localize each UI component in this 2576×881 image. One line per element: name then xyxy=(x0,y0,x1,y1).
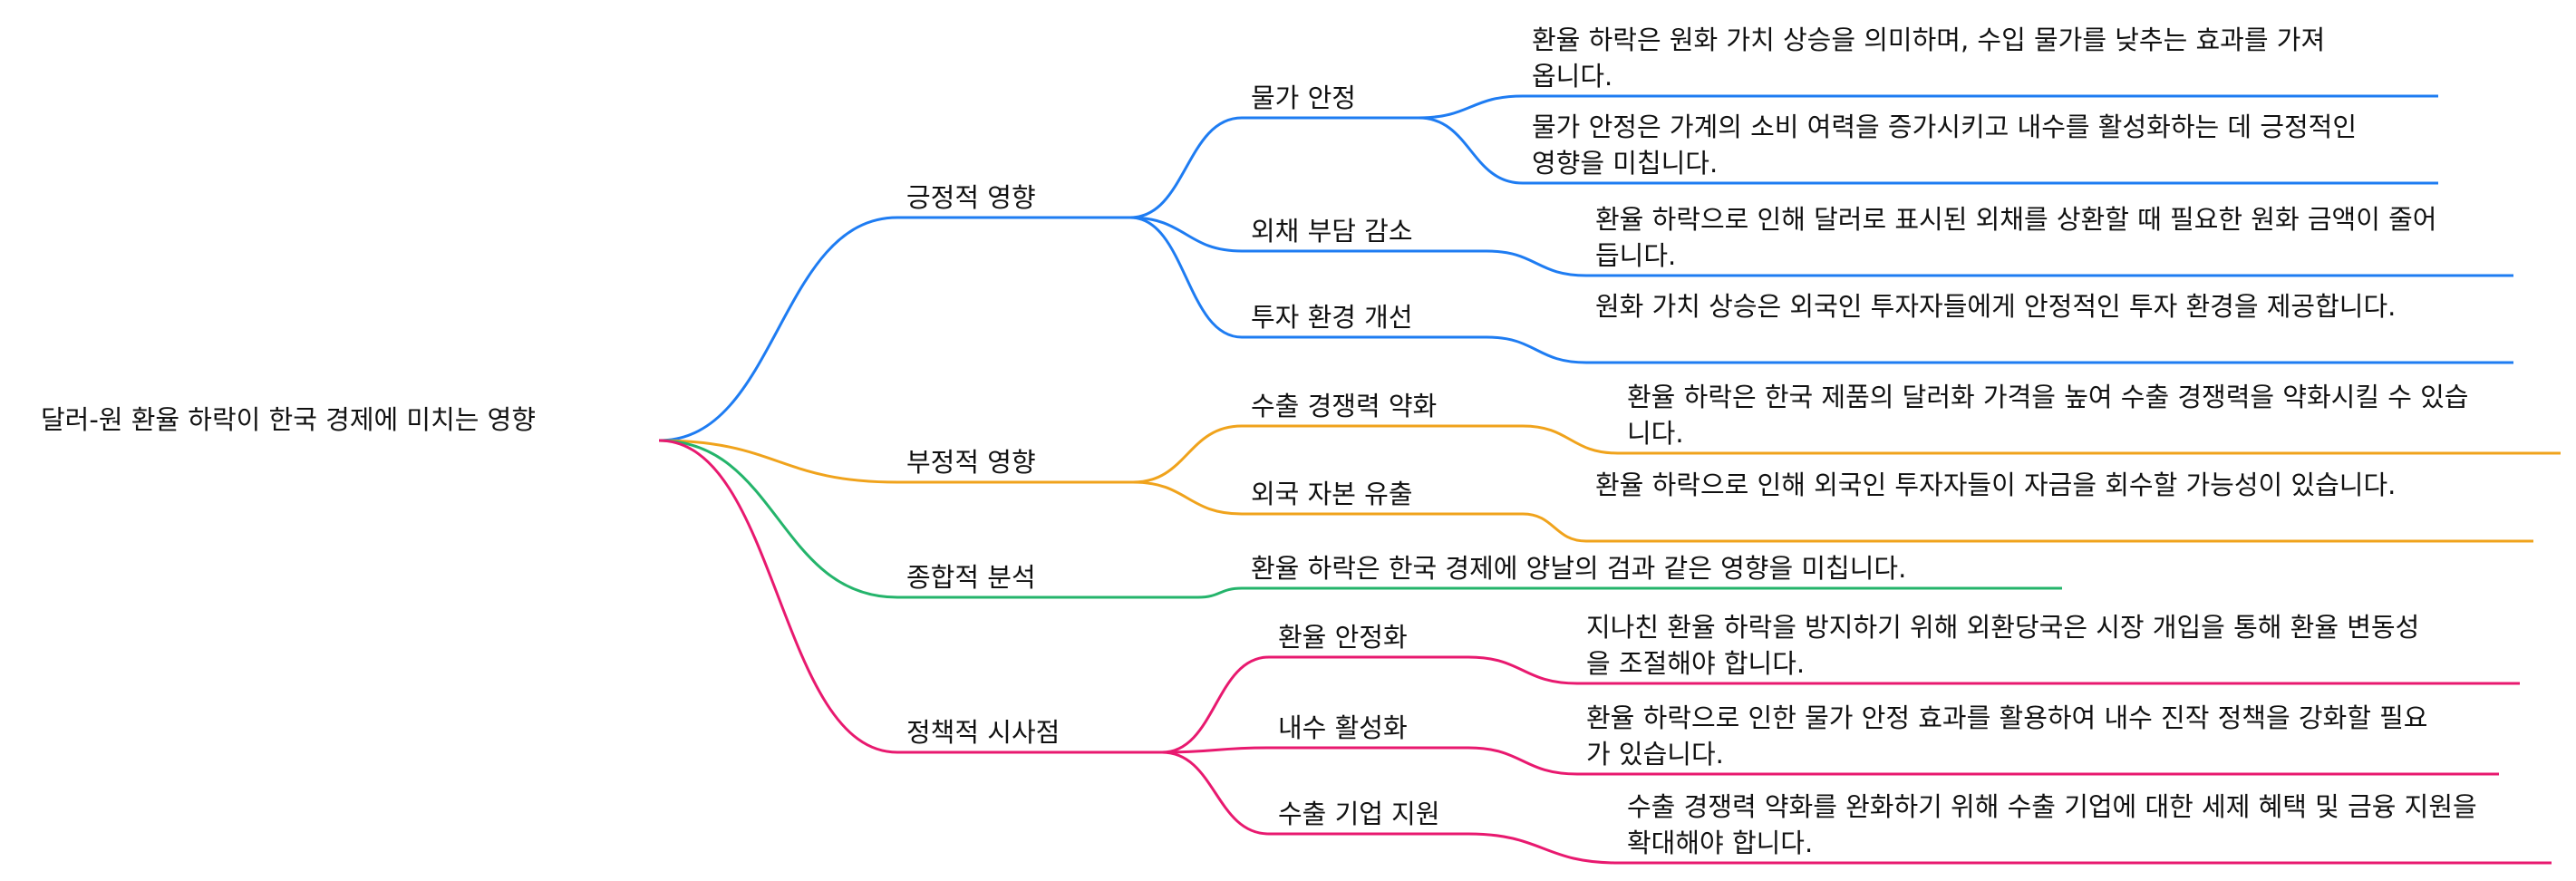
leaf-text: 지나친 환율 하락을 방지하기 위해 외환당국은 시장 개입을 통해 환율 변동… xyxy=(1586,612,2420,679)
leaf-text: 물가 안정은 가계의 소비 여력을 증가시키고 내수를 활성화하는 데 긍정적인… xyxy=(1532,111,2358,179)
child-label: 내수 활성화 xyxy=(1278,712,1408,743)
leaf-connector xyxy=(1486,335,1587,364)
leaf-text: 환율 하락으로 인해 외국인 투자자들이 자금을 회수할 가능성이 있습니다. xyxy=(1595,470,2397,500)
leaf-text: 환율 하락은 한국 제품의 달러화 가격을 높여 수출 경쟁력을 약화시킬 수 … xyxy=(1627,382,2469,449)
leaf-text: 환율 하락으로 인한 물가 안정 효과를 활용하여 내수 진작 정책을 강화할 … xyxy=(1586,702,2428,770)
leaf-connector xyxy=(1418,94,1524,120)
child-connector xyxy=(1132,480,1243,516)
leaf-connector xyxy=(1467,746,1578,776)
branch-label: 부정적 영향 xyxy=(906,447,1036,478)
leaf-connector xyxy=(1522,424,1619,455)
child-label: 수출 기업 지원 xyxy=(1278,799,1440,829)
child-connector xyxy=(1129,216,1243,339)
child-label: 외채 부담 감소 xyxy=(1251,216,1413,247)
leaf-connector xyxy=(1522,512,1587,543)
child-label: 물가 안정 xyxy=(1251,82,1356,113)
child-label: 환율 안정화 xyxy=(1278,622,1408,653)
branch-connector xyxy=(658,439,898,599)
child-connector xyxy=(1161,750,1270,836)
branch-connector xyxy=(658,216,898,442)
child-connector xyxy=(1129,116,1243,219)
leaf-text: 원화 가치 상승은 외국인 투자자들에게 안정적인 투자 환경을 제공합니다. xyxy=(1595,291,2397,322)
branch-connector xyxy=(658,439,898,484)
child-label: 외국 자본 유출 xyxy=(1251,479,1413,509)
child-label: 투자 환경 개선 xyxy=(1251,302,1413,333)
child-connector xyxy=(1161,746,1270,754)
leaf-connector xyxy=(1486,249,1587,277)
branch-label: 종합적 분석 xyxy=(906,562,1036,593)
child-connector xyxy=(1161,655,1270,754)
child-connector xyxy=(1129,216,1243,253)
child-label: 수출 경쟁력 약화 xyxy=(1251,391,1438,421)
child-connector xyxy=(1132,424,1243,484)
branch-label: 정책적 시사점 xyxy=(906,717,1060,748)
child-connector xyxy=(1197,586,1243,599)
leaf-text: 수출 경쟁력 약화를 완화하기 위해 수출 기업에 대한 세제 혜택 및 금융 … xyxy=(1627,791,2477,858)
leaf-connector xyxy=(1418,116,1524,185)
leaf-connector xyxy=(1467,655,1578,685)
root-topic: 달러-원 환율 하락이 한국 경제에 미치는 영향 xyxy=(41,404,537,435)
leaf-connector xyxy=(1467,832,1619,865)
leaf-text: 환율 하락으로 인해 달러로 표시된 외채를 상환할 때 필요한 원화 금액이 … xyxy=(1595,204,2437,271)
child-label: 환율 하락은 한국 경제에 양날의 검과 같은 영향을 미칩니다. xyxy=(1251,553,1907,584)
branch-connector xyxy=(658,439,898,754)
leaf-text: 환율 하락은 원화 가치 상승을 의미하며, 수입 물가를 낮추는 효과를 가져… xyxy=(1532,24,2326,92)
branch-label: 긍정적 영향 xyxy=(906,182,1036,213)
